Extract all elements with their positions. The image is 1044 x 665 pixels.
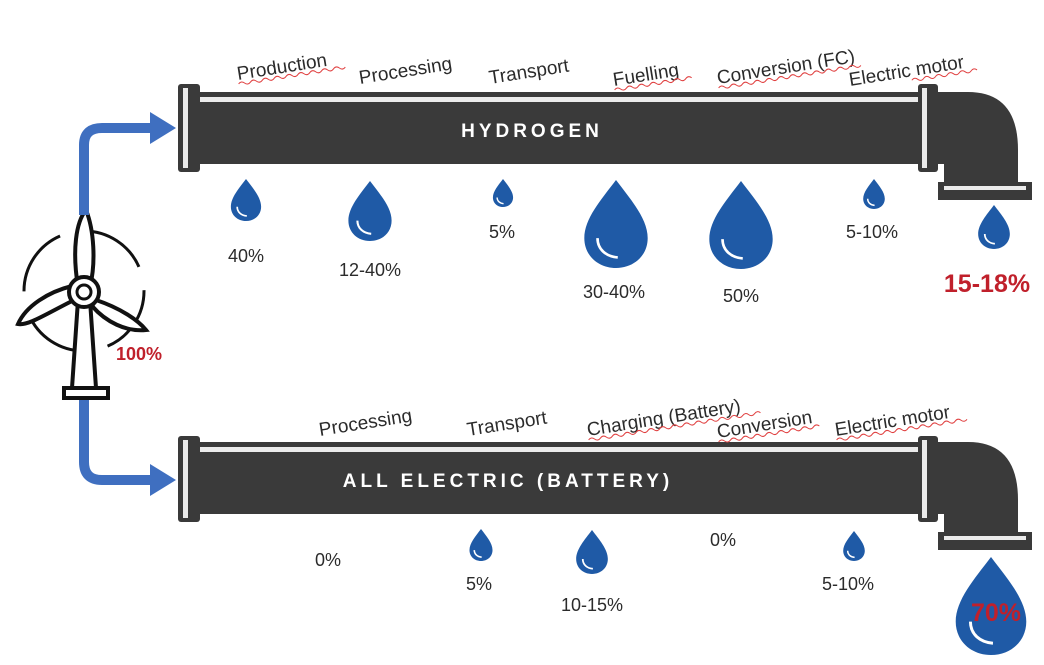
loss-drop-icon	[348, 181, 392, 241]
stage-label: Processing	[357, 53, 453, 88]
hydrogen-loss-values: 40% 12-40% 5% 30-40% 50% 5-10%	[228, 222, 898, 306]
loss-value: 50%	[723, 286, 759, 306]
stage-label: Production	[235, 50, 346, 85]
svg-text:Electric motor: Electric motor	[833, 402, 952, 441]
stage-label: Transport	[465, 407, 549, 440]
loss-value: 5%	[466, 574, 492, 594]
hydrogen-pipe	[178, 84, 1032, 200]
loss-value: 10-15%	[561, 595, 623, 615]
loss-drop-icon	[843, 531, 865, 561]
svg-text:Conversion (FC): Conversion (FC)	[715, 46, 856, 89]
stage-label: Electric motor	[833, 402, 968, 441]
arrow-to-battery	[79, 400, 176, 496]
loss-drop-icon	[469, 529, 493, 561]
source-value: 100%	[116, 344, 162, 364]
svg-text:Electric motor: Electric motor	[847, 52, 966, 91]
loss-drop-icon	[584, 180, 648, 268]
svg-text:Transport: Transport	[465, 407, 549, 440]
wind-turbine-icon	[15, 206, 150, 400]
svg-text:Processing: Processing	[357, 53, 453, 88]
hydrogen-pipe-title: HYDROGEN	[461, 121, 603, 142]
battery-result: 70%	[971, 599, 1021, 627]
battery-pipe	[178, 436, 1032, 550]
loss-value: 5%	[489, 222, 515, 242]
stage-label: Electric motor	[847, 52, 978, 91]
hydrogen-stage-labels: Production Processing Transport Fuelling…	[235, 46, 978, 91]
stage-label: Fuelling	[611, 60, 692, 91]
svg-text:Production: Production	[235, 50, 328, 85]
loss-drop-icon	[493, 179, 514, 207]
loss-value: 5-10%	[822, 574, 874, 594]
stage-label: Conversion (FC)	[715, 46, 862, 89]
svg-text:Transport: Transport	[487, 55, 571, 88]
loss-value: 5-10%	[846, 222, 898, 242]
battery-pipe-title: ALL ELECTRIC (BATTERY)	[343, 471, 673, 492]
arrow-to-hydrogen	[79, 112, 176, 215]
loss-value: 0%	[710, 530, 736, 550]
loss-drop-icon	[709, 181, 773, 269]
stage-label: Transport	[487, 55, 571, 88]
battery-stage-labels: Processing Transport Charging (Battery) …	[317, 396, 968, 443]
battery-loss-values: 0% 5% 10-15% 0% 5-10%	[315, 530, 874, 615]
stage-label: Processing	[317, 405, 413, 440]
loss-value: 30-40%	[583, 282, 645, 302]
loss-drop-icon	[576, 530, 608, 574]
loss-value: 40%	[228, 246, 264, 266]
svg-text:Processing: Processing	[317, 405, 413, 440]
loss-value: 0%	[315, 550, 341, 570]
loss-drop-icon	[231, 179, 262, 221]
loss-drop-icon	[863, 179, 885, 209]
output-drop-icon	[978, 205, 1010, 249]
loss-value: 12-40%	[339, 260, 401, 280]
hydrogen-result: 15-18%	[944, 270, 1030, 298]
